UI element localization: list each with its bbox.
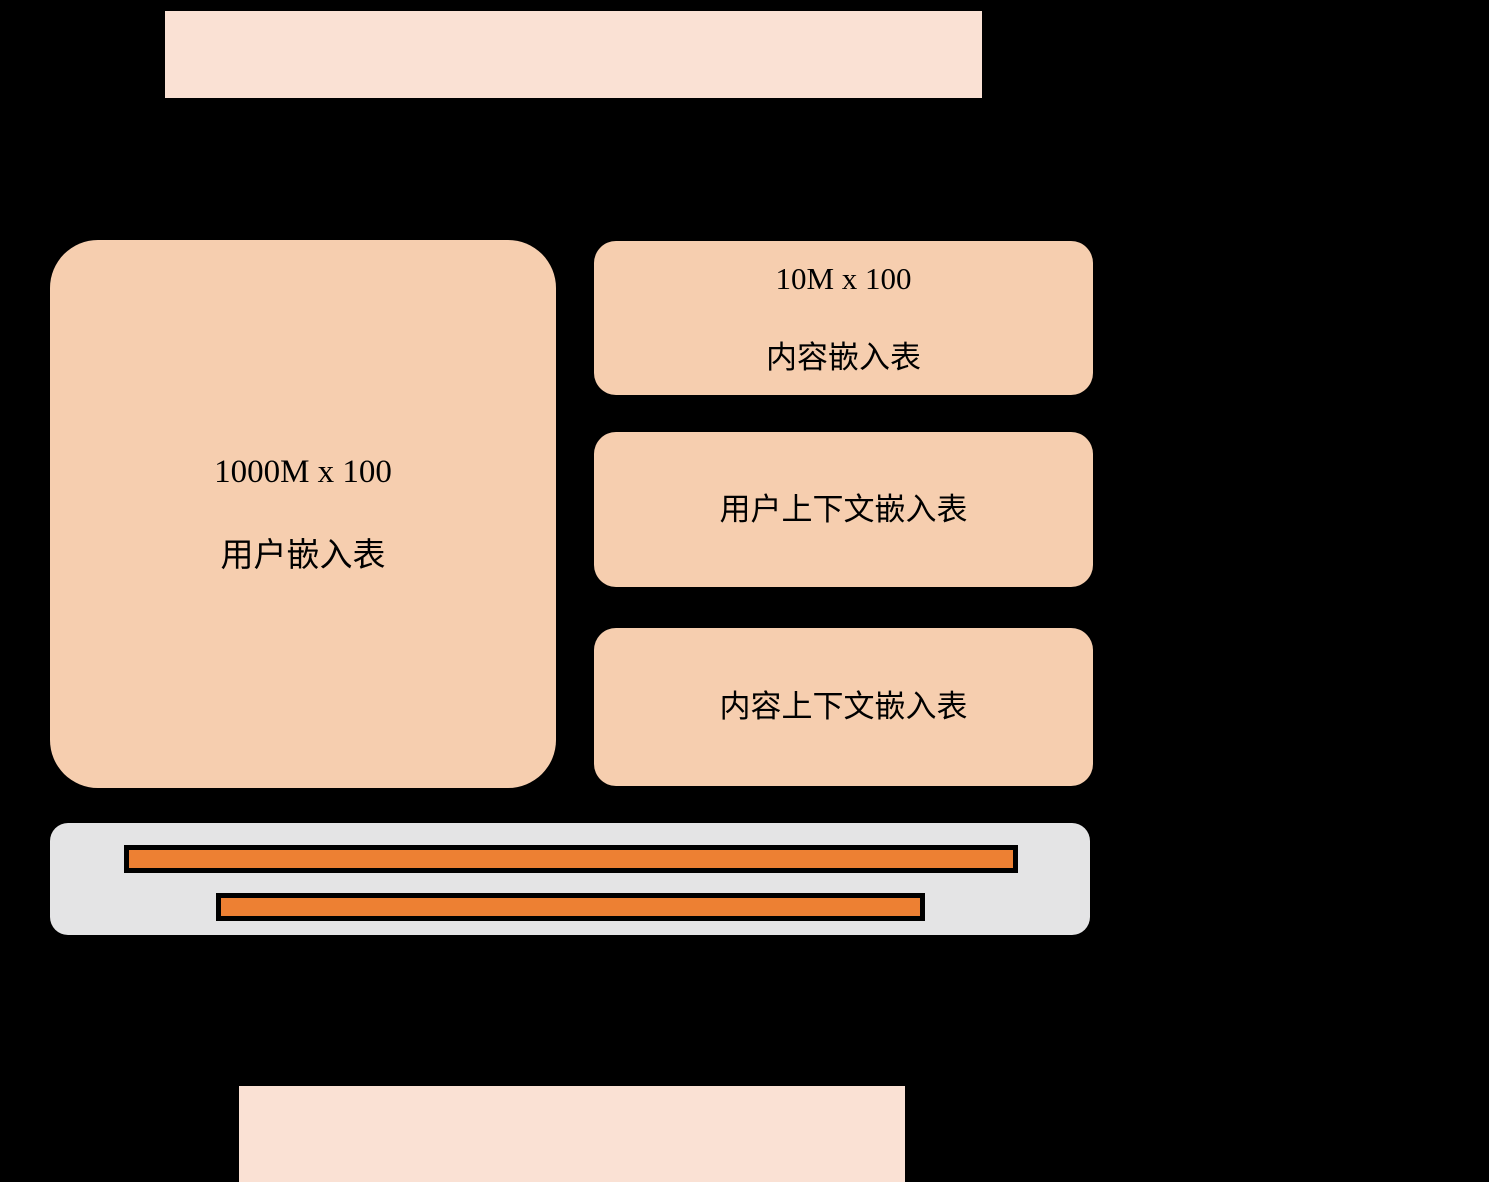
user-embedding-table-text: 1000M x 100 用户嵌入表 [214, 408, 392, 619]
bottom-banner [239, 1086, 905, 1182]
user-embedding-table-name: 用户嵌入表 [220, 538, 386, 575]
user-context-embedding-table: 用户上下文嵌入表 [594, 432, 1093, 587]
content-embedding-table-text: 10M x 100 内容嵌入表 [766, 219, 921, 417]
content-embedding-table: 10M x 100 内容嵌入表 [594, 241, 1093, 395]
content-embedding-table-size: 10M x 100 [775, 260, 912, 296]
content-context-embedding-table-name: 内容上下文嵌入表 [719, 689, 968, 725]
user-embedding-table: 1000M x 100 用户嵌入表 [50, 240, 556, 788]
secondary-bar [216, 893, 925, 921]
content-context-embedding-table: 内容上下文嵌入表 [594, 628, 1093, 786]
user-embedding-table-size: 1000M x 100 [214, 453, 392, 490]
user-context-embedding-table-name: 用户上下文嵌入表 [719, 491, 968, 527]
content-embedding-table-name: 内容嵌入表 [766, 339, 921, 375]
primary-bar [124, 845, 1018, 873]
top-banner [165, 11, 982, 98]
